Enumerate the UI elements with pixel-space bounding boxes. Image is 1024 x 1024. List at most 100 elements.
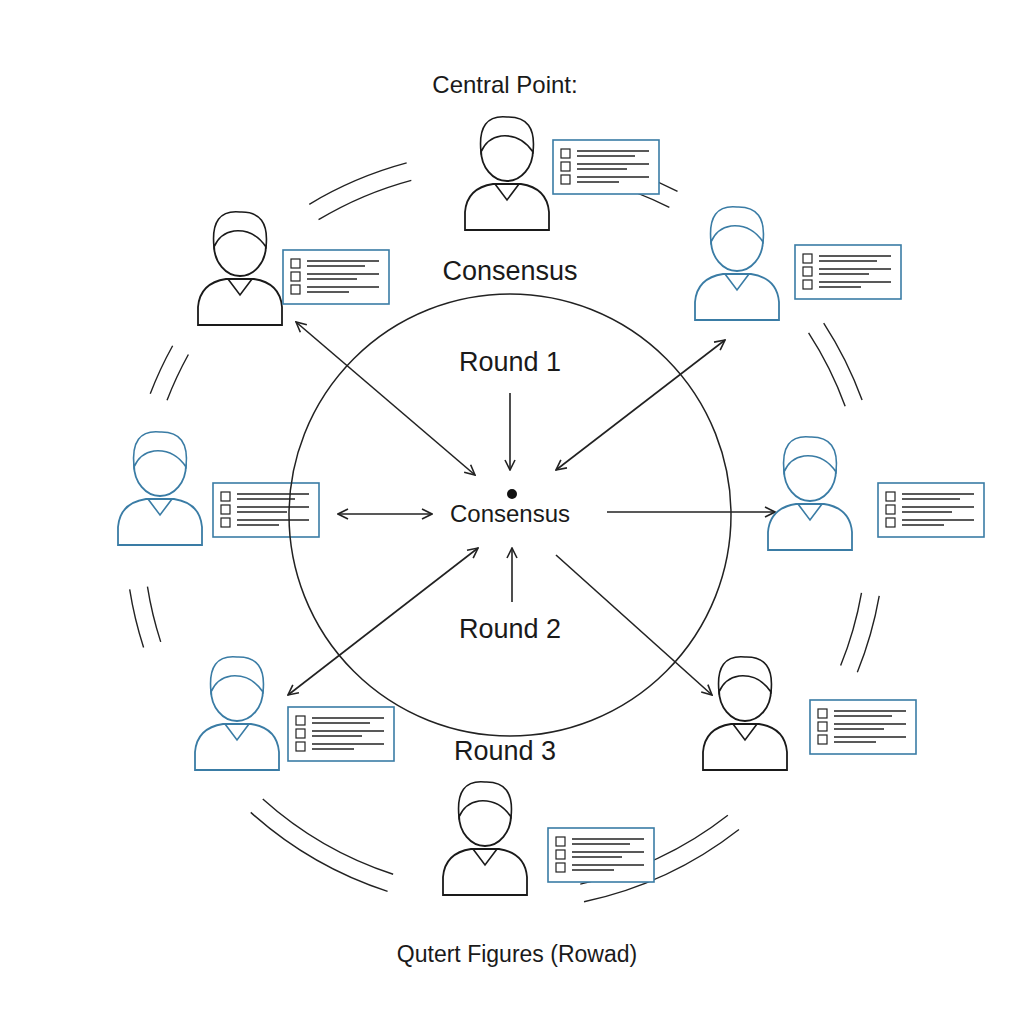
person-collar <box>798 504 822 520</box>
person-hair <box>711 207 764 242</box>
card-line <box>834 715 892 716</box>
checklist-card <box>553 140 659 194</box>
outer-ring <box>130 163 880 902</box>
card-line <box>312 730 384 731</box>
card-checkbox <box>561 162 570 171</box>
arrow <box>511 548 513 602</box>
card-line <box>572 843 630 844</box>
ring-arc <box>841 593 862 666</box>
person-body <box>198 279 282 325</box>
checklist-card <box>283 250 389 304</box>
arrow <box>509 393 511 470</box>
person-body <box>118 499 202 545</box>
person-icon <box>465 117 659 230</box>
card-line <box>312 717 384 718</box>
card-checkbox <box>291 285 300 294</box>
card-frame <box>288 707 394 761</box>
card-line <box>307 260 379 261</box>
ring-arc <box>309 163 406 204</box>
card-checkbox <box>886 505 895 514</box>
card-line <box>237 519 309 520</box>
card-line <box>834 710 906 711</box>
person-collar <box>725 274 749 290</box>
ring-arc <box>130 589 144 647</box>
node-text: Round 2 <box>288 614 732 645</box>
node-text: Round 1 <box>288 347 732 378</box>
person-body <box>768 504 852 550</box>
card-line <box>572 869 614 870</box>
arrow <box>556 340 725 470</box>
card-line <box>577 163 649 164</box>
diagram-title: Central Point: <box>255 71 755 99</box>
card-line <box>902 493 974 494</box>
card-line <box>819 273 869 274</box>
card-frame <box>810 700 916 754</box>
card-line <box>572 864 644 865</box>
round-label: Round 3 <box>305 736 705 767</box>
card-checkbox <box>803 280 812 289</box>
ring-arc <box>167 354 188 400</box>
person-hair <box>211 657 264 692</box>
card-checkbox <box>818 722 827 731</box>
card-checkbox <box>221 492 230 501</box>
card-line <box>307 291 349 292</box>
card-line <box>572 838 644 839</box>
card-frame <box>213 483 319 537</box>
card-line <box>572 856 622 857</box>
ring-arc <box>147 587 160 642</box>
person-icon <box>703 657 916 770</box>
card-checkbox <box>803 254 812 263</box>
card-checkbox <box>556 837 565 846</box>
card-line <box>577 168 627 169</box>
card-line <box>237 524 279 525</box>
person-icon <box>198 212 389 325</box>
card-line <box>307 265 365 266</box>
circle-border <box>289 294 731 736</box>
card-line <box>572 851 644 852</box>
card-line <box>307 273 379 274</box>
arrow <box>338 513 432 515</box>
card-line <box>237 493 309 494</box>
card-line <box>237 511 287 512</box>
checklist-card <box>213 483 319 537</box>
ring-arc <box>857 596 879 672</box>
checklist-card <box>878 483 984 537</box>
card-checkbox <box>291 259 300 268</box>
person-icon <box>768 437 984 550</box>
card-line <box>307 278 357 279</box>
person-hair <box>134 432 187 467</box>
ring-arc <box>824 323 862 400</box>
person-icon <box>195 657 394 770</box>
card-line <box>819 255 891 256</box>
card-checkbox <box>886 492 895 501</box>
card-line <box>237 506 309 507</box>
card-checkbox <box>296 742 305 751</box>
card-line <box>312 748 354 749</box>
card-checkbox <box>561 149 570 158</box>
ring-arc <box>809 333 846 406</box>
card-line <box>577 181 619 182</box>
card-line <box>834 741 876 742</box>
person-hair <box>481 117 534 152</box>
card-frame <box>283 250 389 304</box>
person-icon <box>443 782 654 895</box>
checklist-card <box>288 707 394 761</box>
card-checkbox <box>296 729 305 738</box>
card-checkbox <box>803 267 812 276</box>
person-hair <box>784 437 837 472</box>
arrow <box>607 511 775 513</box>
card-line <box>307 286 379 287</box>
card-checkbox <box>886 518 895 527</box>
ring-arc <box>263 799 393 874</box>
card-line <box>577 176 649 177</box>
card-checkbox <box>291 272 300 281</box>
card-line <box>819 281 891 282</box>
card-line <box>902 511 952 512</box>
card-line <box>834 728 884 729</box>
checklist-card <box>810 700 916 754</box>
card-frame <box>553 140 659 194</box>
arrow <box>556 555 712 695</box>
ring-arc <box>319 180 412 219</box>
person-collar <box>225 724 249 740</box>
